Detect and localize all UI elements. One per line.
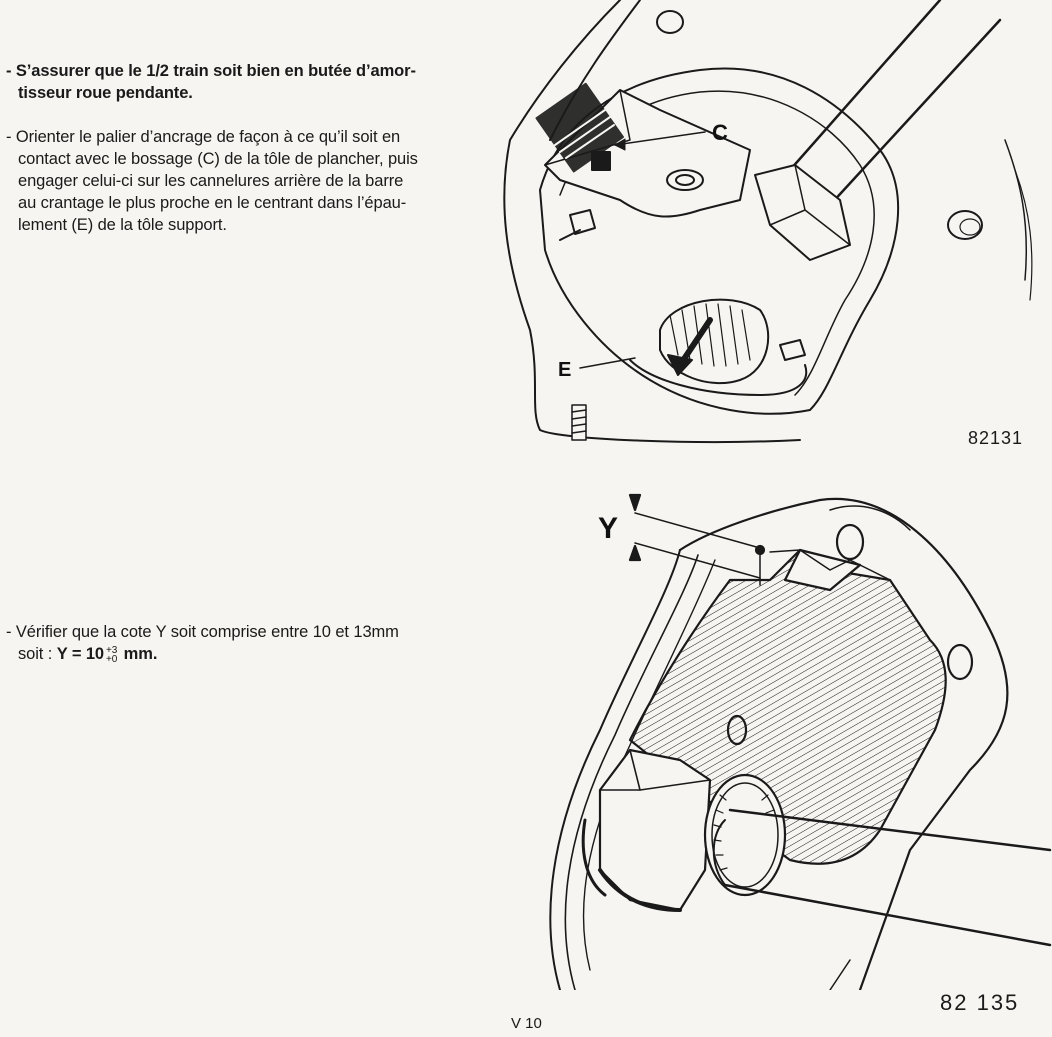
tolerance-upper: +3 [106,644,118,656]
step2-line2: contact avec le bossage (C) de la tôle d… [18,150,418,168]
step3-unit: mm. [119,645,158,663]
figure-2-number: 82 135 [940,990,1020,1015]
step1-line1: - S’assurer que le 1/2 train soit bien e… [6,62,416,80]
step2-line3: engager celui-ci sur les cannelures arri… [18,172,404,190]
step1-line2: tisseur roue pendante. [18,84,193,102]
step3-line2: soit : Y = 10+3+0 mm. [6,643,399,665]
step3-prefix: soit : [18,645,57,663]
figure-1-number: 82131 [968,428,1024,448]
step2-line1: - Orienter le palier d’ancrage de façon … [6,128,401,146]
step2-line4: au crantage le plus proche en le centran… [18,194,407,212]
figure-anchor-bearing: C E [503,0,1033,443]
step3-line1: - Vérifier que la cote Y soit comprise e… [6,623,399,641]
label-c: C [712,120,728,145]
instruction-step-3: - Vérifier que la cote Y soit comprise e… [6,621,399,665]
tolerance-lower: +0 [106,653,118,665]
instruction-step-1: - S’assurer que le 1/2 train soit bien e… [6,60,416,104]
instruction-step-2: - Orienter le palier d’ancrage de façon … [6,126,418,236]
label-y: Y [598,512,618,545]
step3-tolerance: +3+0 [106,644,118,665]
label-e: E [558,359,571,381]
figure-dimension-y: Y [549,493,1052,990]
page-number: V 10 [511,1015,542,1032]
step2-line5: lement (E) de la tôle support. [18,216,227,234]
step3-formula: Y = 10 [56,645,104,663]
